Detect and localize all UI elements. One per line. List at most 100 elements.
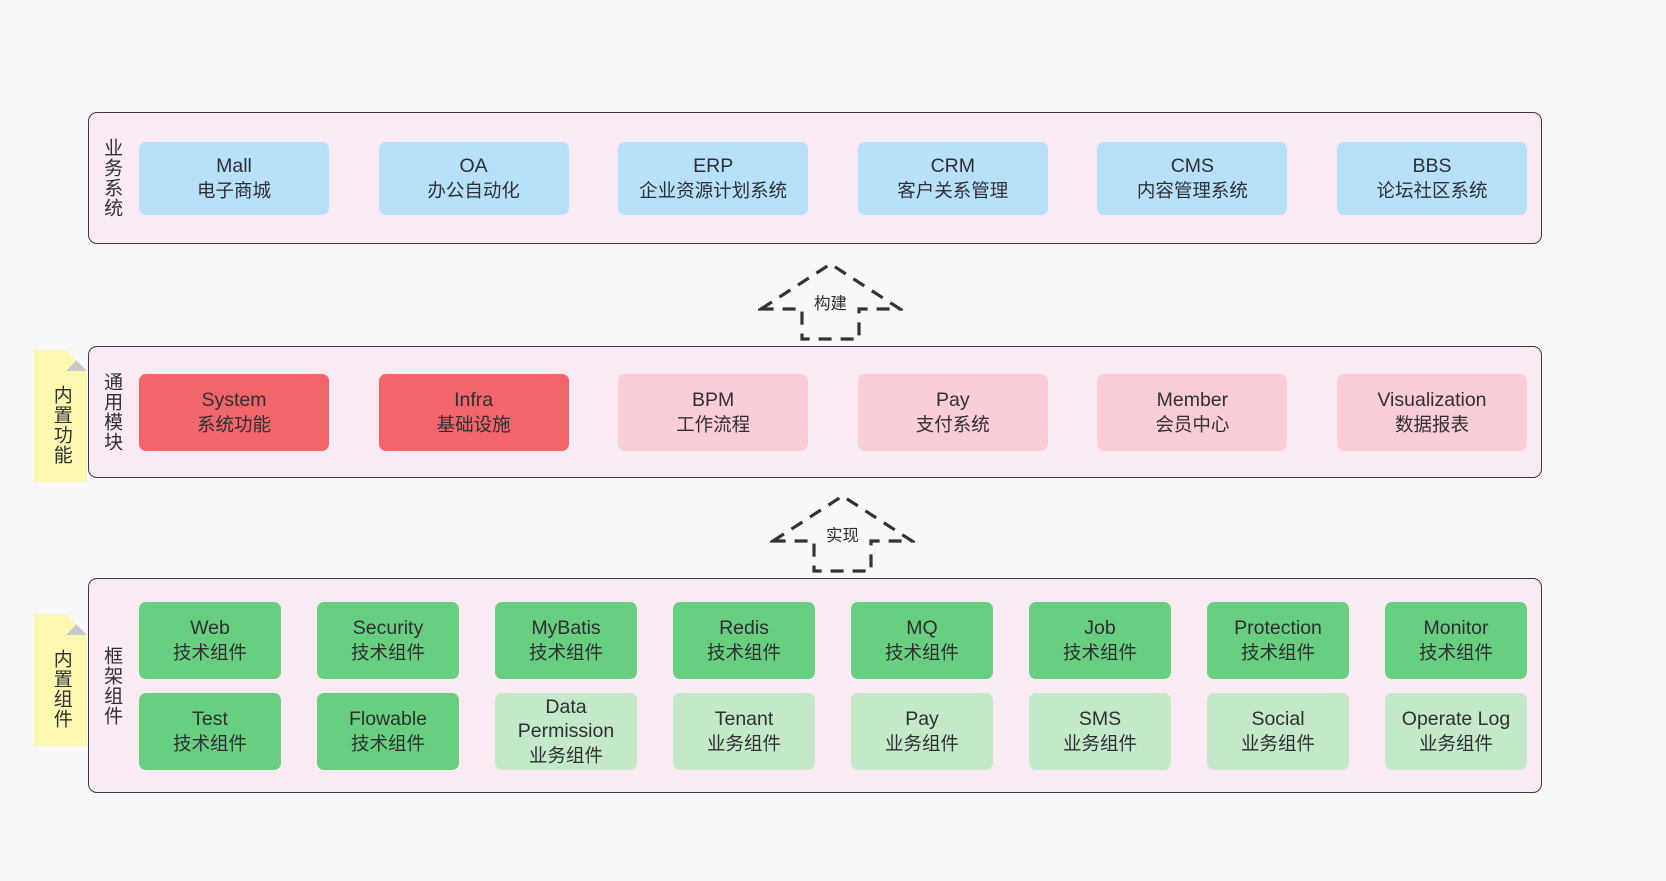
card-subtitle: 技术组件 <box>1062 641 1137 663</box>
card-title: Member <box>1156 389 1229 412</box>
card-subtitle: 内容管理系统 <box>1136 179 1248 201</box>
card-subtitle: 业务组件 <box>528 744 603 766</box>
card-title: Pay <box>935 389 970 412</box>
card-subtitle: 业务组件 <box>1418 732 1493 754</box>
build-arrow-label: 构建 <box>813 290 848 314</box>
card-title: Monitor <box>1423 617 1489 640</box>
card-title: OA <box>459 155 488 178</box>
card-title: Tenant <box>714 708 774 731</box>
card-subtitle: 办公自动化 <box>427 179 520 201</box>
card-subtitle: 业务组件 <box>1062 732 1137 754</box>
card-title: BPM <box>692 389 735 412</box>
card-subtitle: 工作流程 <box>676 413 751 435</box>
card-title: Operate Log <box>1401 708 1511 731</box>
card-title: Mall <box>216 155 252 178</box>
card-subtitle: 支付系统 <box>915 413 990 435</box>
card-title: MQ <box>906 617 938 640</box>
card-subtitle: 业务组件 <box>1240 732 1315 754</box>
card-title: Visualization <box>1377 389 1487 412</box>
folded-corner-icon <box>66 350 87 371</box>
card-subtitle: 基础设施 <box>436 413 511 435</box>
card-subtitle: 技术组件 <box>172 641 247 663</box>
implement-arrow-icon <box>770 494 915 573</box>
layer-label-common-module: 通用模块 <box>101 372 123 452</box>
layer-label-framework-component: 框架组件 <box>101 645 123 726</box>
card-title: CMS <box>1170 155 1215 178</box>
card-title: Flowable <box>348 708 428 731</box>
card-title: Data Permission <box>517 695 615 743</box>
card-subtitle: 会员中心 <box>1155 413 1230 435</box>
card-title: ERP <box>693 155 734 178</box>
implement-arrow: 实现 <box>770 492 915 574</box>
card-subtitle: 数据报表 <box>1394 413 1469 435</box>
implement-arrow-label: 实现 <box>825 522 860 546</box>
card-subtitle: 技术组件 <box>350 732 425 754</box>
card-subtitle: 技术组件 <box>706 641 781 663</box>
card-title: Infra <box>454 389 494 412</box>
layer-label-business-system: 业务系统 <box>101 138 123 218</box>
card-title: MyBatis <box>531 617 601 640</box>
card-subtitle: 系统功能 <box>196 413 271 435</box>
card-title: BBS <box>1412 155 1452 178</box>
card-subtitle: 技术组件 <box>350 641 425 663</box>
card-title: Social <box>1251 708 1305 731</box>
card-subtitle: 客户关系管理 <box>897 179 1009 201</box>
card-title: Job <box>1084 617 1116 640</box>
sticky-note-builtin-component: 内置组件 <box>34 614 87 746</box>
card-title: Test <box>192 708 228 731</box>
card-title: System <box>201 389 267 412</box>
sticky-note-label: 内置功能 <box>50 385 72 465</box>
card-subtitle: 技术组件 <box>1418 641 1493 663</box>
sticky-note-label: 内置组件 <box>50 649 72 729</box>
card-title: SMS <box>1078 708 1122 731</box>
build-arrow-icon <box>758 262 903 341</box>
sticky-note-builtin-function: 内置功能 <box>34 350 87 482</box>
card-subtitle: 技术组件 <box>528 641 603 663</box>
card-title: Redis <box>719 617 769 640</box>
card-subtitle: 业务组件 <box>884 732 959 754</box>
card-title: Web <box>190 617 230 640</box>
card-subtitle: 企业资源计划系统 <box>639 179 788 201</box>
card-subtitle: 论坛社区系统 <box>1376 179 1488 201</box>
card-title: CRM <box>930 155 975 178</box>
card-title: Security <box>352 617 424 640</box>
card-subtitle: 业务组件 <box>706 732 781 754</box>
